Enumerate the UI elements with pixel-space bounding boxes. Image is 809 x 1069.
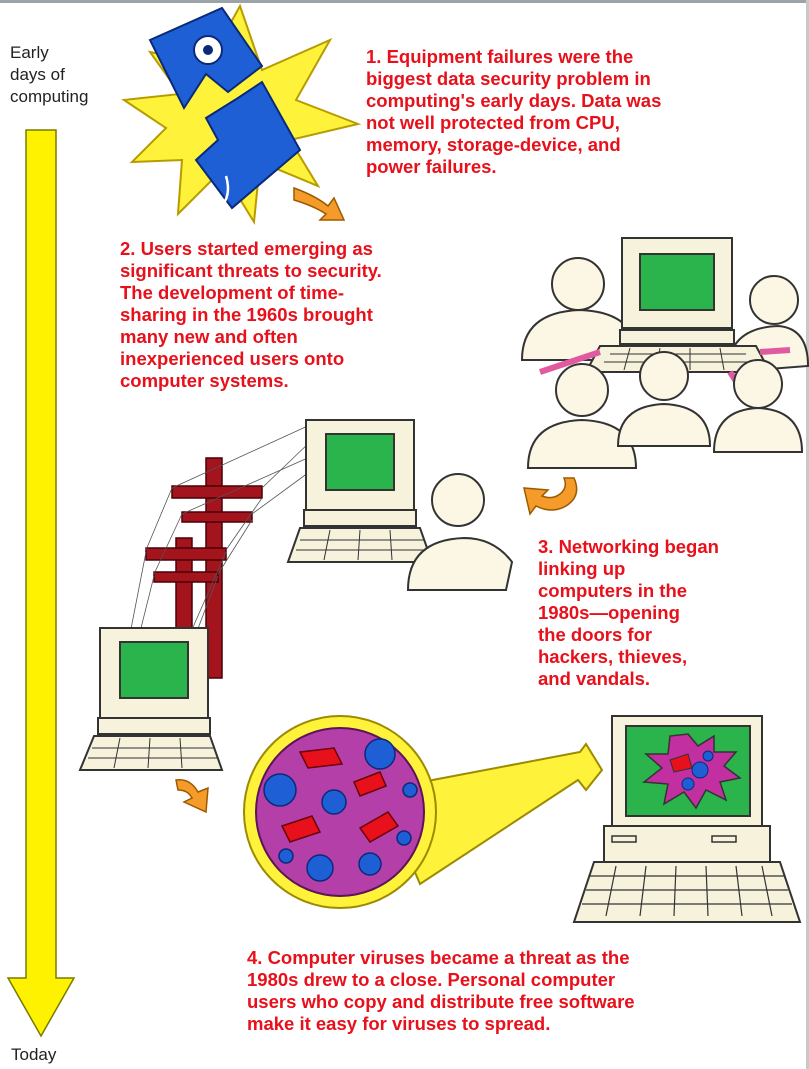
broken-disk-icon <box>121 3 362 226</box>
curved-arrow-icon <box>175 779 209 814</box>
top-border <box>0 0 809 3</box>
stage-2-caption: 2. Users started emerging as significant… <box>120 238 382 391</box>
timeline-start-label: Early days of computing <box>10 43 89 106</box>
virus-magnifier-icon <box>243 715 802 923</box>
timeline-arrow <box>6 129 76 1038</box>
timeline-end-label: Today <box>11 1045 57 1064</box>
right-border <box>806 0 809 1069</box>
network-computers-icon <box>78 419 514 771</box>
curved-arrow-icon <box>523 477 578 516</box>
stage-1-caption: 1. Equipment failures were the biggest d… <box>366 46 662 177</box>
stage-4-caption: 4. Computer viruses became a threat as t… <box>247 947 635 1034</box>
stage-3-caption: 3. Networking began linking up computers… <box>538 536 719 689</box>
timesharing-users-icon <box>520 237 809 469</box>
curved-arrow-icon <box>293 186 346 221</box>
